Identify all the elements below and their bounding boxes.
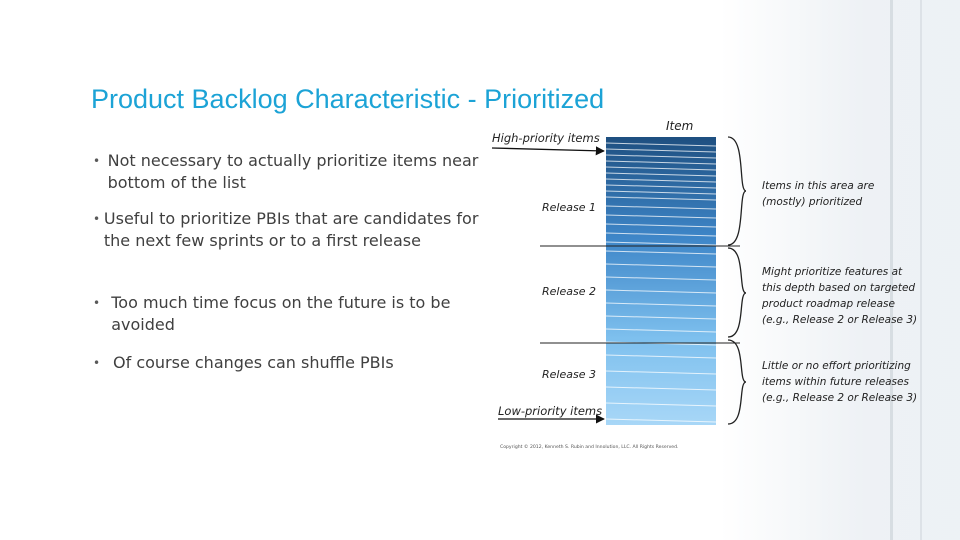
stack-item-line: [605, 190, 717, 195]
note-line: Little or no effort prioritizing: [762, 360, 911, 372]
brace: [727, 247, 747, 338]
low-priority-label: Low-priority items: [498, 404, 602, 418]
stack-item-line: [605, 370, 717, 375]
bullet-text: Useful to prioritize PBIs that are candi…: [103, 209, 479, 250]
stack-item-line: [605, 232, 717, 237]
bullet-text: Too much time focus on the future is to …: [111, 293, 451, 334]
stack-item-line: [605, 263, 717, 268]
stack-item-line: [605, 214, 717, 219]
release-label: Release 2: [542, 285, 596, 298]
bullet-item: • Too much time focus on the future is t…: [93, 292, 483, 336]
backlog-diagram: Item High-priority items Low-priority it…: [491, 119, 918, 450]
stack-item-line: [605, 328, 717, 333]
note-line: (mostly) prioritized: [762, 196, 862, 208]
bullet-item: • Useful to prioritize PBIs that are can…: [93, 208, 483, 252]
bullet-dot: •: [93, 296, 101, 310]
bullet-item: • Not necessary to actually prioritize i…: [93, 150, 483, 194]
stack-item-line: [605, 154, 717, 159]
note-line: (e.g., Release 2 or Release 3): [762, 392, 917, 404]
note-line: items within future releases: [762, 376, 909, 388]
copyright-text: Copyright © 2012, Kenneth S. Rubin and I…: [500, 443, 679, 450]
bullet-text: Of course changes can shuffle PBIs: [113, 353, 394, 372]
stack-item-line: [605, 196, 717, 201]
brace: [727, 136, 747, 246]
bullet-text: Not necessary to actually prioritize ite…: [107, 151, 479, 192]
background-stripe: [890, 0, 893, 540]
stack-item-line: [605, 160, 717, 165]
bullet-dot: •: [93, 154, 101, 168]
stack-item-lines: [605, 142, 717, 423]
stack-item-line: [605, 172, 717, 177]
note-little-effort: Little or no effort prioritizing items w…: [762, 360, 917, 404]
background-stripe: [920, 0, 922, 540]
release-label: Release 1: [542, 201, 596, 214]
note-might-prioritize: Might prioritize features at this depth …: [761, 266, 918, 326]
stack-item-line: [605, 354, 717, 359]
note-line: product roadmap release: [761, 298, 895, 310]
column-header: Item: [666, 119, 693, 133]
stack-item-line: [605, 205, 717, 210]
bullet-dot: •: [93, 356, 101, 370]
stack-item-line: [605, 418, 717, 423]
stack-item-line: [605, 315, 717, 320]
stack-item-line: [605, 289, 717, 294]
brace: [727, 339, 747, 425]
stack-item-line: [605, 184, 717, 189]
stack-item-line: [605, 178, 717, 183]
slide-title: Product Backlog Characteristic - Priorit…: [91, 84, 605, 114]
stack-item-line: [605, 142, 717, 147]
note-line: this depth based on targeted: [762, 282, 915, 294]
high-priority-label: High-priority items: [492, 131, 600, 145]
stack-item-line: [605, 241, 717, 246]
bullet-item: • Of course changes can shuffle PBIs: [93, 352, 483, 374]
high-priority-arrow: [491, 146, 605, 156]
stack-item-line: [605, 276, 717, 281]
note-prioritized: Items in this area are (mostly) prioriti…: [762, 180, 878, 208]
stack-item-line: [605, 166, 717, 171]
note-line: (e.g., Release 2 or Release 3): [762, 314, 917, 326]
stack-item-line: [605, 402, 717, 407]
stack-item-line: [605, 148, 717, 153]
note-line: Might prioritize features at: [762, 266, 903, 278]
bullet-dot: •: [93, 212, 101, 226]
release-label: Release 3: [542, 368, 596, 381]
note-line: Items in this area are: [762, 180, 874, 192]
backlog-stack: [605, 137, 717, 425]
stack-item-line: [605, 302, 717, 307]
stack-item-line: [605, 250, 717, 255]
stack-item-line: [605, 223, 717, 228]
stack-item-line: [605, 386, 717, 391]
